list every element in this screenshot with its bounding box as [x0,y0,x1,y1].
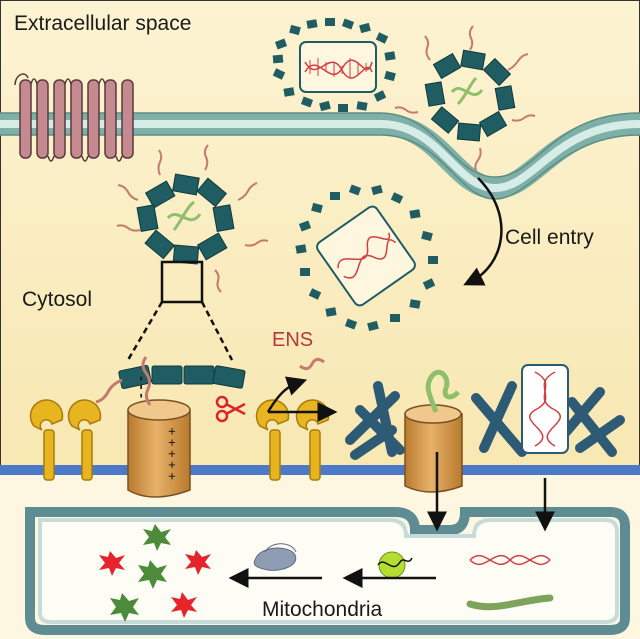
star-molecule-icon [185,550,211,575]
nanoparticle-icon [394,25,536,172]
protein-aggregate-icon [253,543,297,571]
cell-entry-label: Cell entry [505,226,594,249]
inner-membrane [0,465,640,639]
zoom-line-left [126,301,164,361]
nanoparticle-icon [377,551,413,579]
mitochondria-label: Mitochondria [262,598,383,621]
dna-box [521,364,569,454]
dna-helix-icon [304,58,373,79]
receptor-icon [255,399,290,481]
gpcr-receptor-icon [14,73,134,162]
released-dna [469,554,551,566]
negative-charges: - - - [132,376,148,398]
receptor-icon [67,399,102,481]
peptide-fragment [299,357,325,371]
ion-channel-icon [404,369,463,493]
extracellular-label: Extracellular space [14,12,192,35]
nanoparticle-icon [116,144,269,293]
nanoparticle-icon [295,184,438,332]
cytosol-label: Cytosol [22,288,93,311]
zoom-box [160,260,204,304]
star-molecule-icon [99,551,125,576]
nanoparticle-icon [272,18,396,112]
released-fiber [466,594,554,611]
star-molecule-icon [138,560,167,589]
peptide-chain [95,378,123,404]
star-molecule-icon [171,592,197,618]
release-arrow [266,376,308,413]
dna-helix-icon [337,232,397,279]
nanofiber-network-icon [345,381,405,460]
ens-label: ENS [272,329,314,351]
zoom-line-right [200,301,234,361]
scissors-icon [215,395,246,423]
nanofiber-network-icon [471,381,625,457]
dna-helix-icon [529,371,561,447]
nanofiber-segment [118,364,246,390]
positive-charges: + + + + + [164,428,179,480]
star-molecule-icon [143,524,171,551]
ion-channel-icon [127,356,191,498]
star-molecule-icon [110,593,139,622]
plasma-membrane [0,112,640,200]
cell-entry-arrow [463,177,503,286]
receptor-icon [29,399,64,481]
